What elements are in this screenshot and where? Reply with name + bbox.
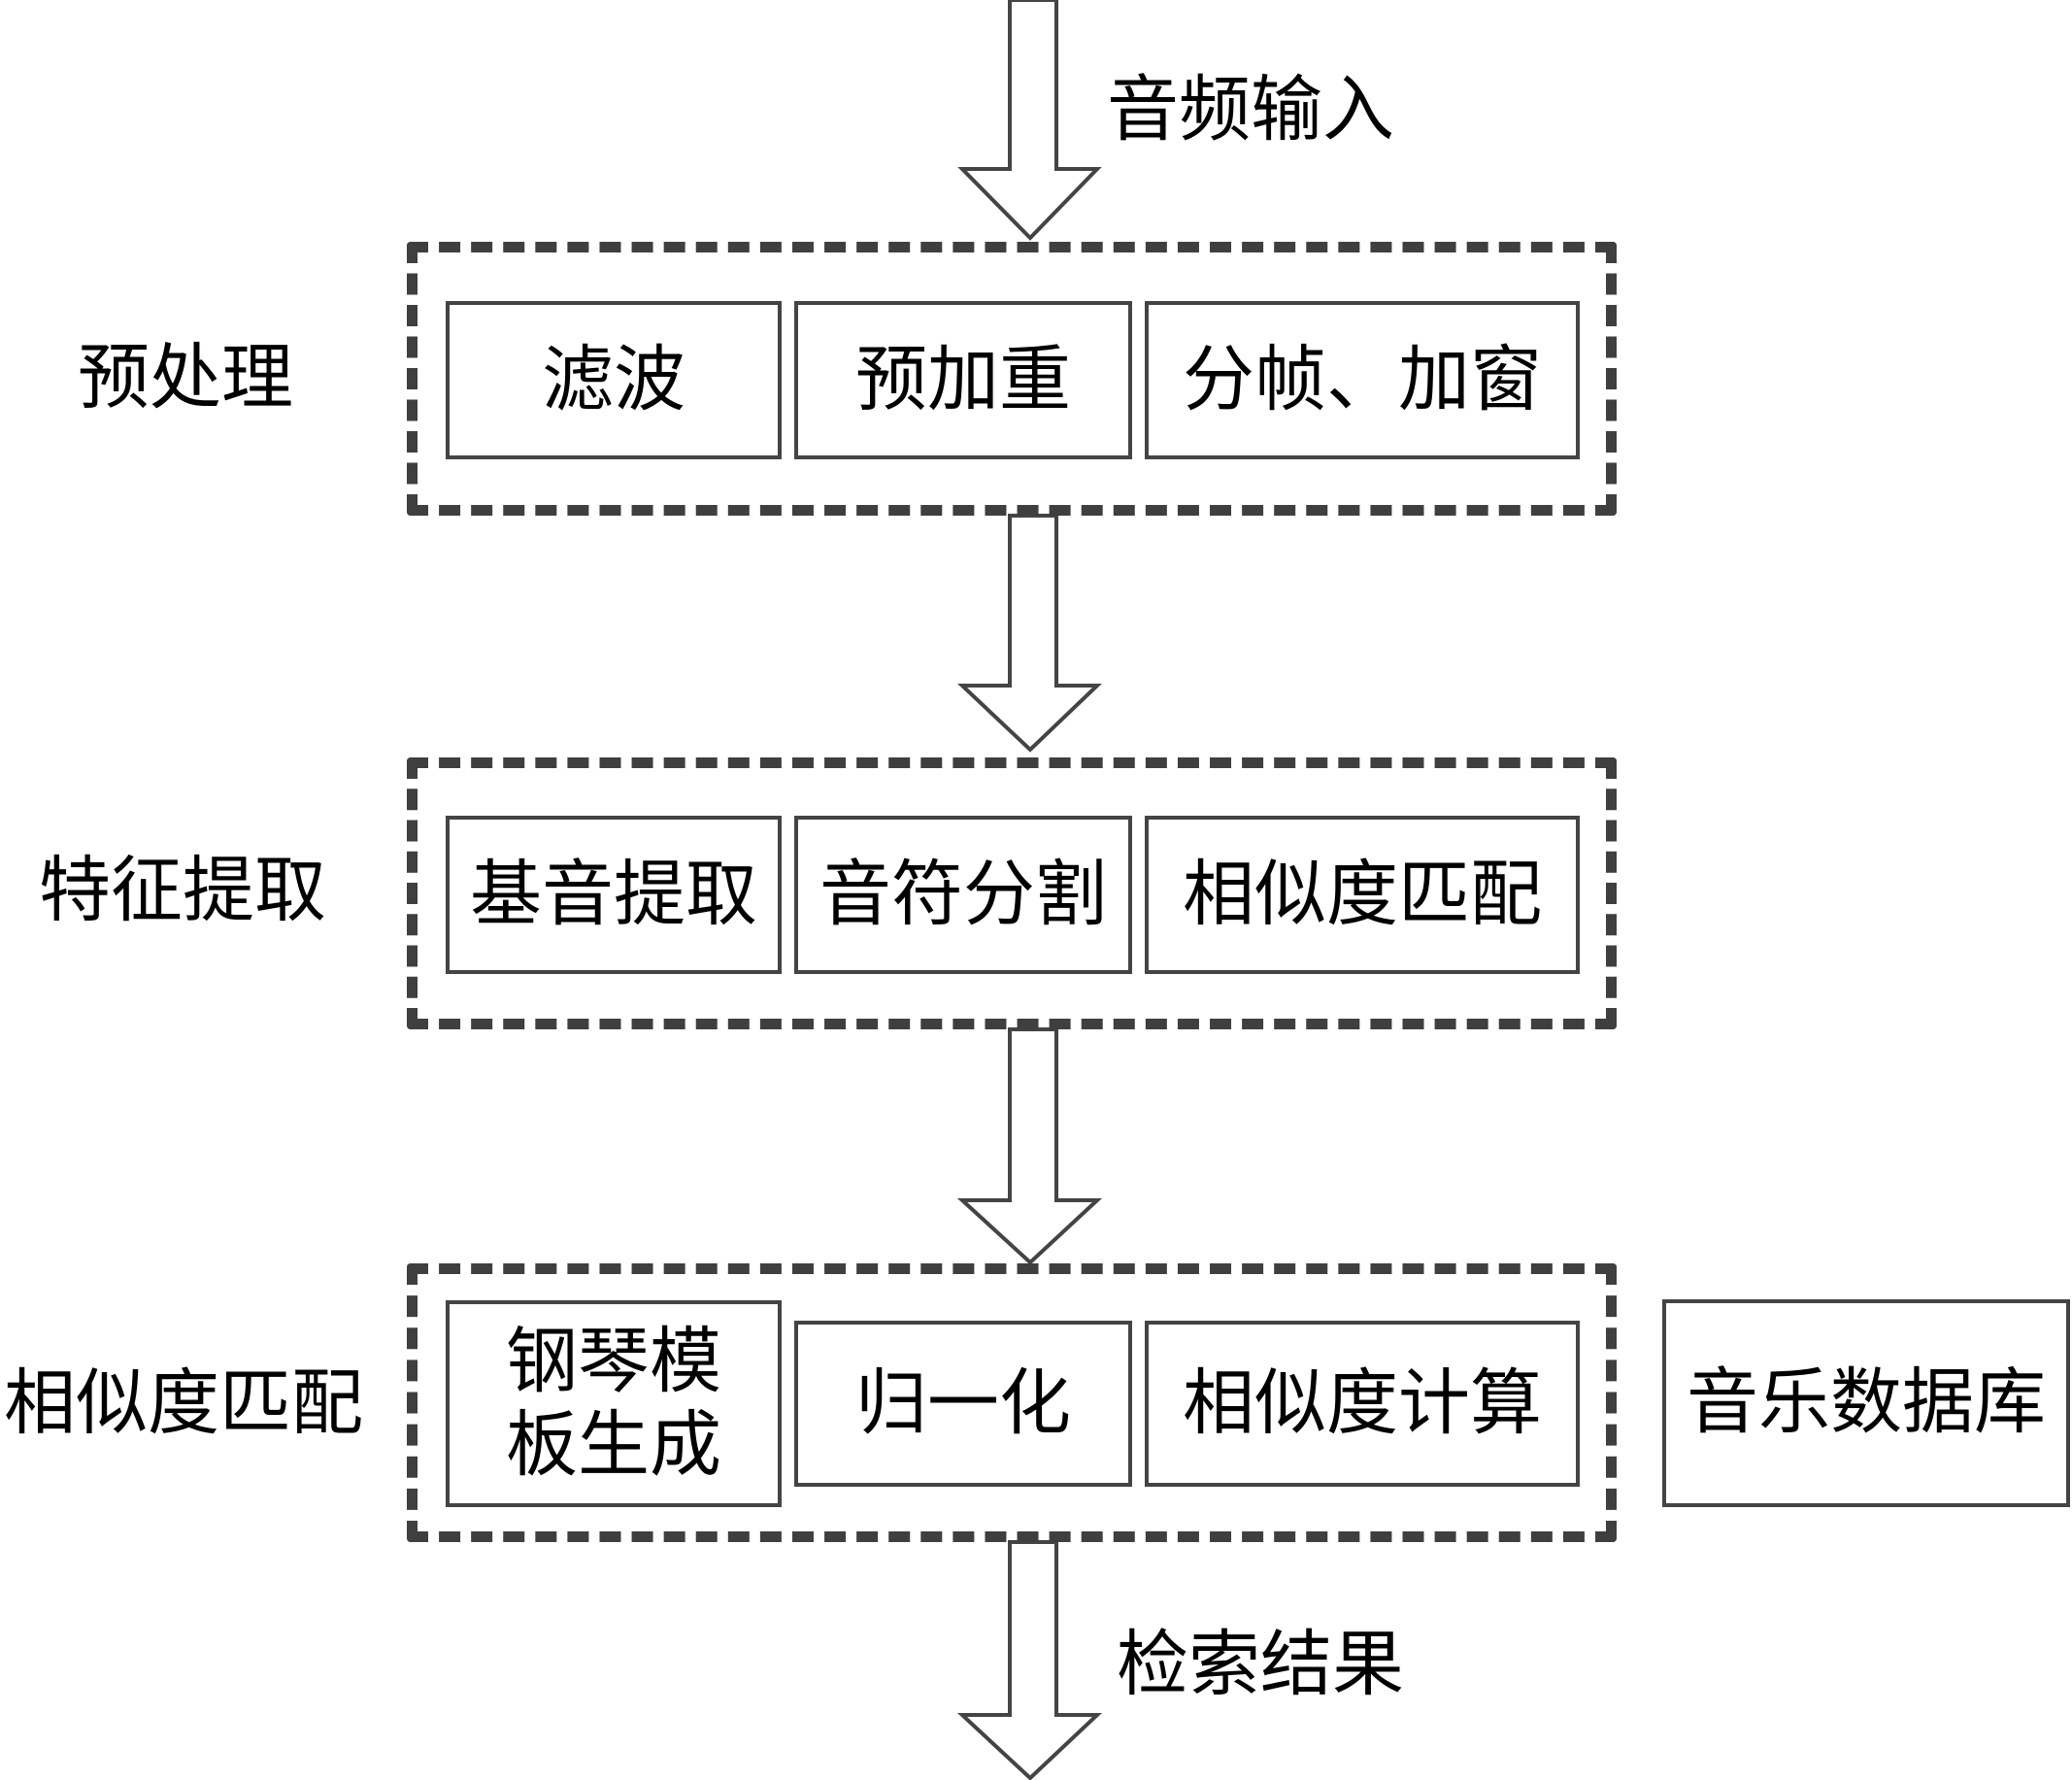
step-label: 归一化 xyxy=(855,1360,1071,1445)
step-label: 相似度计算 xyxy=(1183,1360,1542,1445)
step-framing-windowing: 分帧、加窗 xyxy=(1145,301,1580,459)
stage-similarity-matching-group xyxy=(407,1263,1617,1542)
step-label: 分帧、加窗 xyxy=(1183,337,1542,421)
step-label: 相似度匹配 xyxy=(1183,852,1542,936)
input-label: 音频输入 xyxy=(1107,68,1394,151)
stage-feature-extraction-group xyxy=(407,757,1617,1029)
step-piano-template-generation: 钢琴模板生成 xyxy=(446,1300,782,1507)
output-label: 检索结果 xyxy=(1117,1623,1404,1706)
music-database-box: 音乐数据库 xyxy=(1662,1299,2070,1507)
step-pitch-extraction: 基音提取 xyxy=(446,816,782,974)
stage-preprocessing-group xyxy=(407,242,1617,516)
stage-label-similarity-matching: 相似度匹配 xyxy=(4,1361,363,1445)
arrow-to-feature-extraction-icon xyxy=(956,514,1102,753)
arrow-audio-input-icon xyxy=(957,0,1102,241)
step-similarity-matching: 相似度匹配 xyxy=(1145,816,1580,974)
step-label: 预加重 xyxy=(855,337,1071,421)
step-label: 钢琴模板生成 xyxy=(506,1320,721,1487)
arrow-to-similarity-matching-icon xyxy=(956,1027,1103,1265)
stage-label-feature-extraction: 特征提取 xyxy=(39,849,326,932)
step-filtering: 滤波 xyxy=(446,301,782,459)
stage-label-preprocessing: 预处理 xyxy=(78,336,293,420)
step-similarity-calculation: 相似度计算 xyxy=(1145,1321,1580,1487)
step-label: 基音提取 xyxy=(470,852,757,936)
step-pre-emphasis: 预加重 xyxy=(794,301,1132,459)
step-normalization: 归一化 xyxy=(794,1321,1132,1487)
database-label: 音乐数据库 xyxy=(1687,1360,2046,1445)
arrow-retrieval-result-icon xyxy=(956,1540,1103,1780)
step-label: 滤波 xyxy=(542,337,685,421)
step-note-segmentation: 音符分割 xyxy=(794,816,1132,974)
step-label: 音符分割 xyxy=(819,852,1107,936)
